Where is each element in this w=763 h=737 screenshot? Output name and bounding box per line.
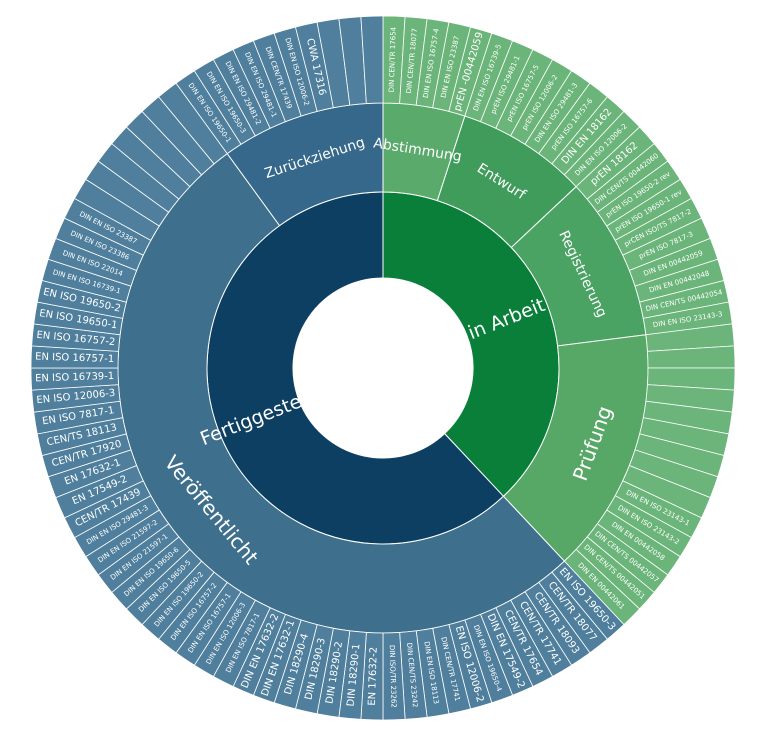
outer-segment-empty: [360, 15, 384, 104]
inner-ring: [206, 191, 560, 545]
center-hole: [293, 278, 473, 458]
outer-label-din-cen-tr-17654: DIN CEN/TR 17654: [388, 26, 398, 92]
outer-label-en-iso-16739-1: EN ISO 16739-1: [35, 371, 114, 384]
outer-ring: [30, 15, 736, 721]
outer-label-din-iso-tr-23262: DIN ISO/TR 23262: [388, 645, 398, 708]
outer-label-en-17632-2: EN 17632-2: [367, 647, 380, 706]
outer-label-en-iso-16757-1: EN ISO 16757-1: [35, 352, 114, 365]
